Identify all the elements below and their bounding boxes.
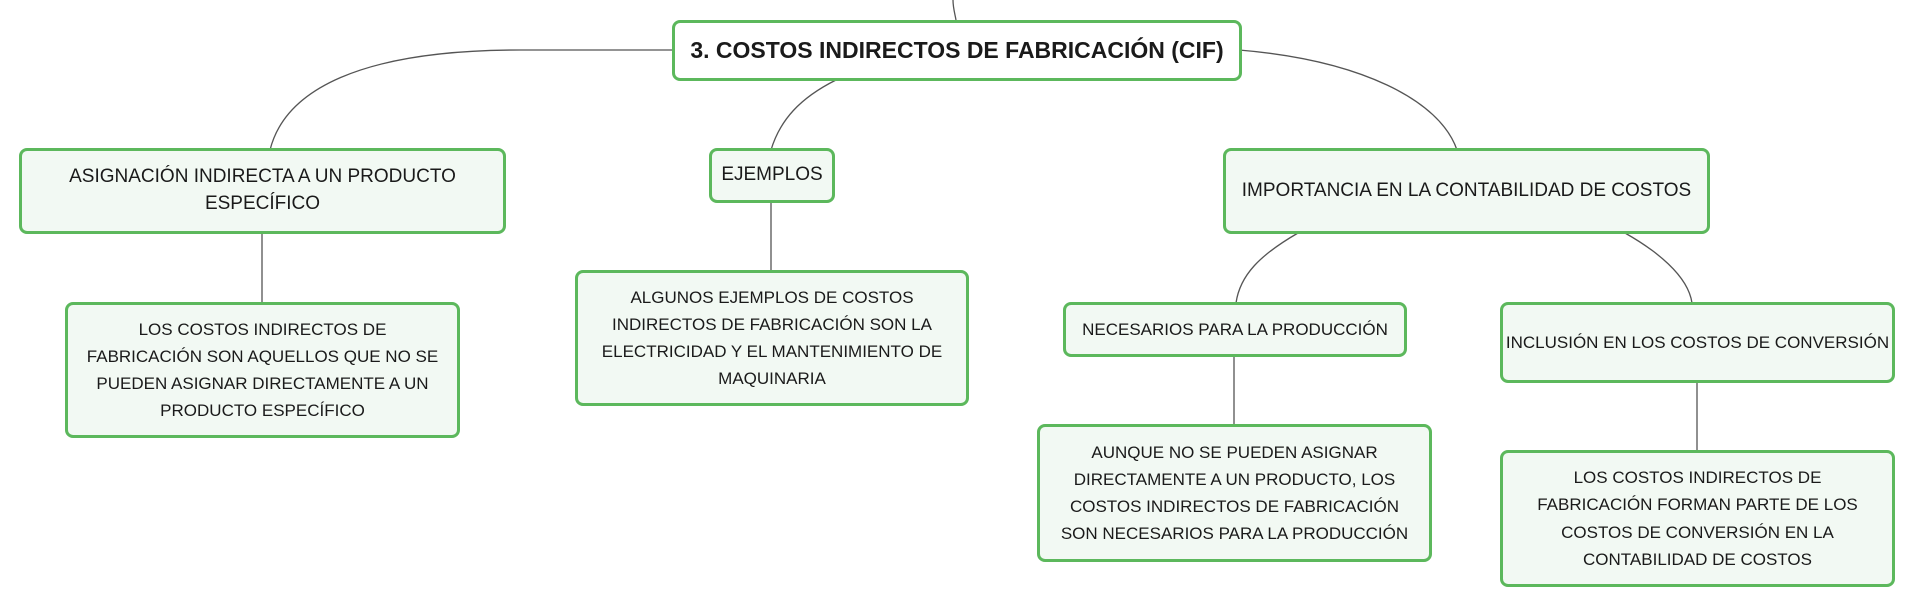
link-importancia-necesarios	[1235, 232, 1299, 304]
link-root-ejemplos	[770, 79, 837, 151]
detail-necesarios-label: AUNQUE NO SE PUEDEN ASIGNAR DIRECTAMENTE…	[1060, 442, 1409, 544]
topic-asignacion[interactable]: ASIGNACIÓN INDIRECTA A UN PRODUCTO ESPEC…	[19, 148, 506, 234]
link-root-asignacion	[269, 49, 673, 151]
root-topic[interactable]: 3. COSTOS INDIRECTOS DE FABRICACIÓN (CIF…	[672, 20, 1242, 81]
detail-asignacion[interactable]: LOS COSTOS INDIRECTOS DE FABRICACIÓN SON…	[65, 302, 460, 438]
topic-inclusion-label: INCLUSIÓN EN LOS COSTOS DE CONVERSIÓN	[1505, 332, 1890, 352]
detail-asignacion-label: LOS COSTOS INDIRECTOS DE FABRICACIÓN SON…	[86, 319, 439, 421]
topic-necesarios[interactable]: NECESARIOS PARA LA PRODUCCIÓN	[1063, 302, 1407, 357]
link-importancia-inclusion	[1624, 232, 1693, 304]
topic-necesarios-label: NECESARIOS PARA LA PRODUCCIÓN	[1082, 319, 1388, 339]
root-topic-label: 3. COSTOS INDIRECTOS DE FABRICACIÓN (CIF…	[690, 37, 1224, 64]
topic-importancia-label: IMPORTANCIA EN LA CONTABILIDAD DE COSTOS	[1241, 179, 1692, 201]
detail-ejemplos-label: ALGUNOS EJEMPLOS DE COSTOS INDIRECTOS DE…	[601, 287, 943, 389]
detail-ejemplos[interactable]: ALGUNOS EJEMPLOS DE COSTOS INDIRECTOS DE…	[575, 270, 969, 406]
detail-inclusion[interactable]: LOS COSTOS INDIRECTOS DE FABRICACIÓN FOR…	[1500, 450, 1895, 587]
topic-inclusion[interactable]: INCLUSIÓN EN LOS COSTOS DE CONVERSIÓN	[1500, 302, 1895, 383]
detail-necesarios[interactable]: AUNQUE NO SE PUEDEN ASIGNAR DIRECTAMENTE…	[1037, 424, 1432, 562]
link-root-importancia	[1238, 49, 1458, 151]
link-parent-root	[952, 0, 957, 21]
topic-ejemplos-label: EJEMPLOS	[721, 164, 823, 186]
topic-asignacion-label: ASIGNACIÓN INDIRECTA A UN PRODUCTO ESPEC…	[69, 166, 456, 214]
topic-importancia[interactable]: IMPORTANCIA EN LA CONTABILIDAD DE COSTOS	[1223, 148, 1710, 234]
detail-inclusion-label: LOS COSTOS INDIRECTOS DE FABRICACIÓN FOR…	[1537, 468, 1858, 569]
topic-ejemplos[interactable]: EJEMPLOS	[709, 148, 835, 203]
